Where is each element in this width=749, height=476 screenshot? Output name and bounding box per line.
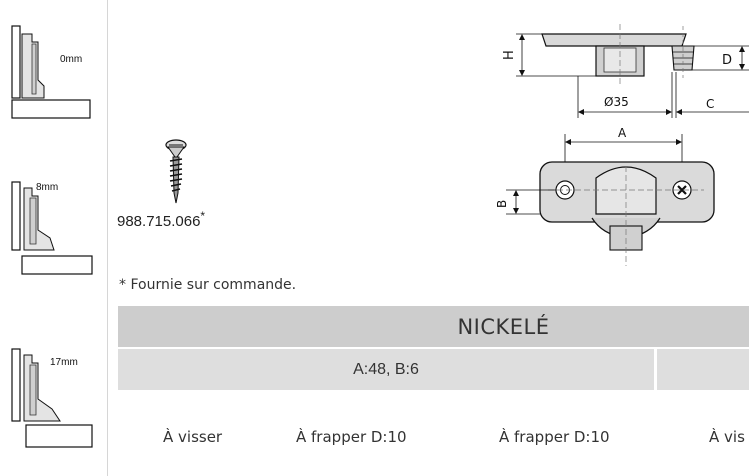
type-a-vis-partial: À vis [709, 428, 745, 446]
hinge-17mm-drawing [11, 348, 93, 448]
hinge-diagram-17mm: 17mm [10, 345, 100, 465]
top-view-drawing: A B [495, 126, 715, 266]
screw-icon [165, 139, 187, 204]
dim-diameter-label: Ø35 [604, 95, 629, 109]
dim-b-label: B [495, 200, 509, 208]
hinge-8mm-drawing [11, 181, 93, 275]
hinge-17mm-label: 17mm [50, 357, 78, 368]
hinge-diagram-0mm: 0mm [10, 20, 100, 125]
dim-c-label: C [706, 97, 714, 111]
dim-d-label: D [722, 53, 732, 68]
dim-a-label: A [618, 126, 627, 140]
type-a-visser: À visser [163, 428, 223, 446]
hinge-8mm-label: 8mm [36, 182, 59, 193]
hinge-diagram-8mm: 8mm [10, 178, 100, 278]
hinge-0mm-drawing [11, 25, 91, 119]
screw-part-number: 988.715.066* [117, 209, 205, 230]
overlay-column: 0mm 8mm 17mm [0, 0, 108, 476]
finish-header: NICKELÉ [118, 306, 749, 347]
dimension-group-header-next [657, 349, 749, 390]
hinge-0mm-label: 0mm [60, 54, 83, 65]
part-number-text: 988.715.066 [117, 213, 201, 230]
screw-illustration [160, 137, 192, 209]
footnote-note: * Fournie sur commande. [119, 277, 297, 293]
type-a-frapper-2: À frapper D:10 [499, 428, 610, 446]
type-a-frapper-1: À frapper D:10 [296, 428, 407, 446]
mounting-plate-side-view: H D Ø35 C [492, 22, 749, 126]
finish-label: NICKELÉ [457, 314, 550, 339]
dimension-group-label: A:48, B:6 [353, 360, 419, 378]
dimension-group-header: A:48, B:6 [118, 349, 654, 390]
footnote-mark: * [200, 209, 206, 223]
mounting-plate-top-view: A B [492, 122, 749, 276]
side-view-drawing: H D Ø35 C [502, 24, 749, 118]
dim-h-label: H [502, 50, 517, 60]
